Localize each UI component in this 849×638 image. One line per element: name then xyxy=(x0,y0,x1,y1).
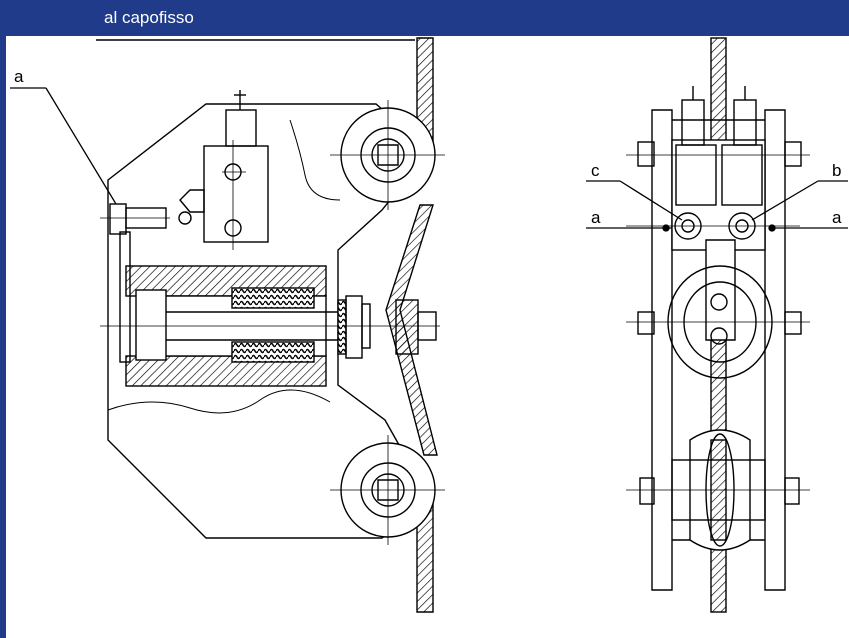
limit-switch xyxy=(203,145,269,243)
spring-upper xyxy=(231,287,315,309)
label-c: c xyxy=(591,161,600,180)
slide-title: al capofisso xyxy=(104,8,194,27)
label-b: b xyxy=(832,161,841,180)
left-side-plate xyxy=(651,109,673,591)
tension-nut xyxy=(395,299,419,355)
technical-drawing: a xyxy=(6,36,849,638)
callouts-right xyxy=(586,180,848,232)
label-a-right-view-right: a xyxy=(832,208,842,227)
spring-lower xyxy=(231,341,315,363)
body-outline xyxy=(107,103,431,539)
right-front-view xyxy=(626,37,810,613)
drawing-canvas: a xyxy=(10,37,848,613)
label-a-left: a xyxy=(14,67,24,86)
right-side-plate xyxy=(764,109,786,591)
left-side-view xyxy=(100,37,445,613)
callout-a-left: a xyxy=(10,67,117,205)
label-a-right-view-left: a xyxy=(591,208,601,227)
